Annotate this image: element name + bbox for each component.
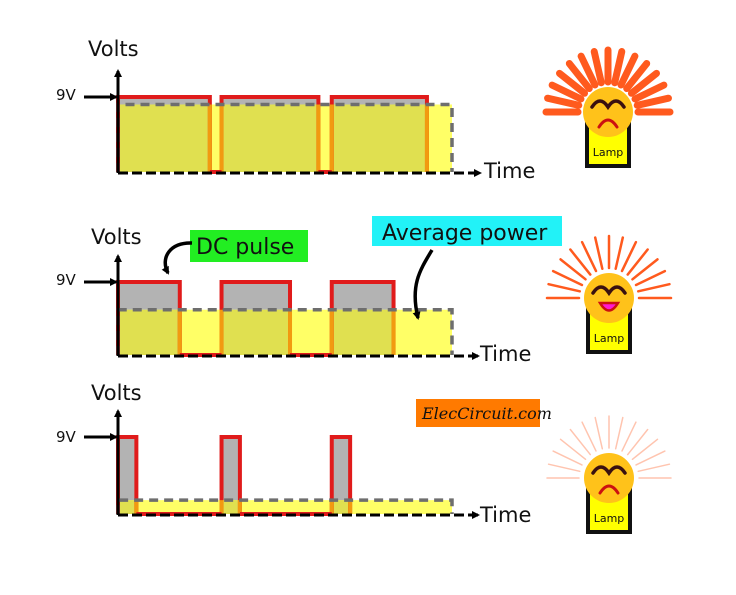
light-ray [617, 52, 639, 89]
dc-pulse-label: DC pulse [196, 235, 294, 260]
light-ray [633, 94, 672, 109]
voltage-marker-label: 9V [56, 86, 77, 104]
light-ray [551, 269, 584, 287]
light-ray [637, 463, 671, 473]
x-axis-label: Time [479, 503, 531, 527]
light-ray [544, 94, 583, 109]
watermark-bg [416, 399, 540, 427]
light-ray [556, 69, 589, 97]
lamp-head [584, 453, 634, 503]
light-ray [614, 236, 625, 271]
lamp-eyes-icon [591, 465, 627, 477]
light-ray [634, 269, 667, 287]
pulse-overlap-fill [118, 104, 210, 172]
light-ray [590, 48, 605, 87]
average-power-callout: Average power [372, 216, 562, 320]
light-ray [636, 282, 671, 293]
dc-pulse-label-bg [190, 230, 308, 262]
light-ray [611, 48, 626, 87]
watermark: ElecCircuit.com [416, 399, 552, 427]
lamp-bright: Lamp [542, 46, 674, 168]
pulse-overlap-fill [221, 104, 319, 172]
light-ray [626, 248, 649, 276]
y-axis-label: Volts [91, 225, 142, 249]
pulse-upper-fill [221, 97, 319, 105]
waveform-panel-2: Volts 9V Time [56, 225, 531, 366]
light-ray [635, 450, 666, 466]
light-ray [614, 416, 624, 450]
pulse-upper-fill [221, 282, 291, 310]
light-ray [627, 69, 660, 97]
watermark-text: ElecCircuit.com [421, 404, 552, 423]
average-power-label: Average power [382, 221, 548, 246]
pulse-overlap-fill [221, 500, 240, 514]
dc-pulse-callout: DC pulse [161, 230, 308, 275]
pulse-overlap-fill [118, 500, 137, 514]
voltage-marker-label: 9V [56, 428, 77, 446]
light-ray [623, 60, 651, 93]
light-ray [552, 450, 583, 466]
light-ray [547, 282, 582, 293]
lamp-eyes-icon [590, 99, 626, 111]
light-ray [631, 438, 659, 461]
light-ray [569, 428, 592, 456]
lamp-dim: Lamp [546, 415, 672, 534]
pulse-upper-fill [331, 282, 394, 310]
average-power-arrow-icon [412, 249, 434, 320]
lamp-label: Lamp [593, 146, 624, 159]
pulse-overlap-fill [118, 309, 180, 355]
lamp-label: Lamp [594, 512, 625, 525]
light-ray [565, 60, 593, 93]
light-ray [581, 421, 597, 452]
light-ray [577, 52, 599, 89]
light-ray [547, 463, 581, 473]
light-ray [620, 240, 638, 273]
lamp-medium: Lamp [545, 234, 673, 354]
average-power-area [118, 500, 452, 514]
sad-mouth-icon [597, 118, 619, 129]
voltage-marker-label: 9V [56, 271, 77, 289]
light-ray [580, 240, 598, 273]
pulse-overlap-fill [331, 309, 394, 355]
pulse-upper-fill [118, 282, 180, 310]
lamp-eyes-icon [591, 285, 627, 297]
light-ray [593, 236, 604, 271]
pulse-overlap-fill [331, 500, 351, 514]
pulse-overlap-fill [331, 104, 427, 172]
lamp-label: Lamp [594, 332, 625, 345]
x-axis-label: Time [483, 159, 535, 183]
waveform-panel-3: Volts 9V Time [56, 381, 531, 527]
pulse-overlap-fill [221, 309, 291, 355]
light-ray [569, 248, 592, 276]
dc-pulse-arrow-icon [161, 241, 193, 275]
lamp-head [584, 273, 634, 323]
light-ray [621, 421, 637, 452]
pulse-upper-fill [118, 97, 210, 105]
y-axis-label: Volts [91, 381, 142, 405]
lamp-head [583, 87, 633, 137]
light-ray [559, 258, 587, 281]
sad-mouth-icon [598, 484, 620, 495]
pulse-upper-fill [331, 97, 427, 105]
waveform-panel-1: Volts 9V Time [56, 37, 535, 183]
light-ray [631, 258, 659, 281]
light-ray [626, 428, 649, 456]
y-axis-label: Volts [88, 37, 139, 61]
light-ray [548, 81, 585, 103]
pulse-upper-fill [221, 437, 240, 501]
pulse-upper-fill [118, 437, 137, 501]
light-ray [559, 438, 587, 461]
average-power-label-bg [372, 216, 562, 246]
light-ray [594, 416, 604, 450]
x-axis-label: Time [479, 342, 531, 366]
pulse-upper-fill [331, 437, 351, 501]
happy-mouth-icon [597, 301, 621, 312]
light-ray [631, 81, 668, 103]
